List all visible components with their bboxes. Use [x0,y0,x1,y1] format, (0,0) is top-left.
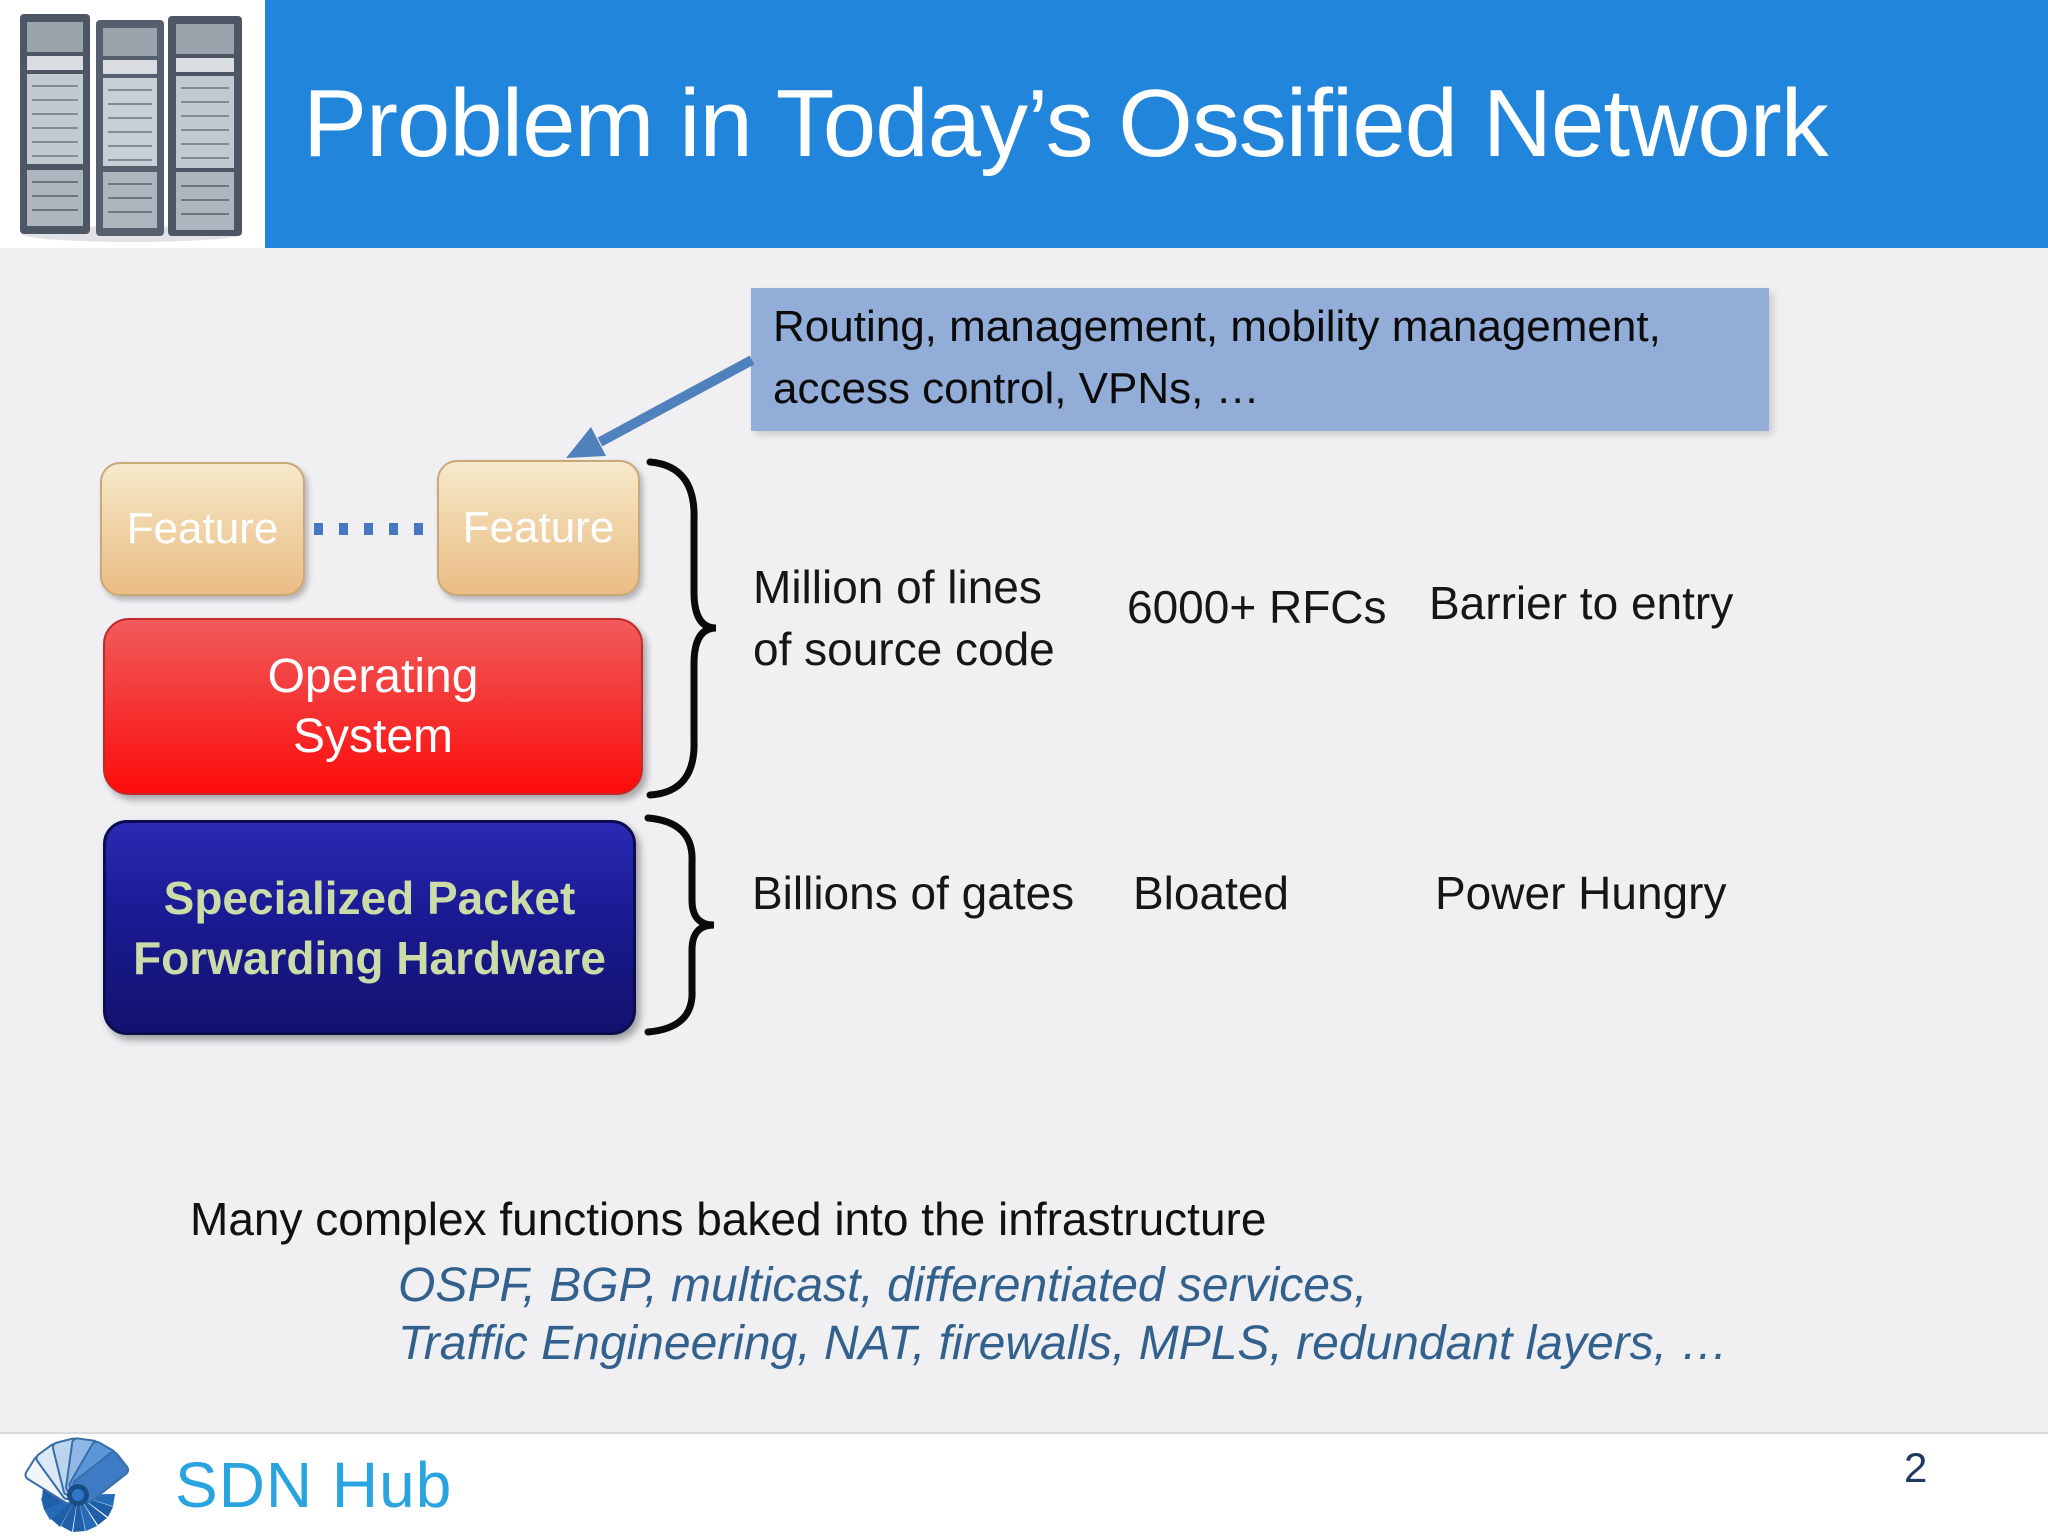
bottom-protocols-line-2: Traffic Engineering, NAT, firewalls, MPL… [398,1317,1729,1370]
os-label-line-2: System [292,709,453,763]
feature-box-right: Feature [437,460,640,596]
hw-label-line-2: Forwarding Hardware [133,931,606,984]
label-rfcs: 6000+ RFCs [1127,581,1387,633]
label-power-hungry: Power Hungry [1435,867,1727,919]
footer-bar: SDN Hub 2 [0,1432,2048,1536]
label-barrier-to-entry: Barrier to entry [1429,577,1734,629]
feature-box-left: Feature [100,462,305,596]
title-bar: Problem in Today’s Ossified Network [265,0,2048,248]
curly-brace-bottom [644,814,715,1036]
bottom-protocols-line-1: OSPF, BGP, multicast, differentiated ser… [398,1259,1368,1312]
callout-box: Routing, management, mobility management… [751,288,1769,431]
header-left-block [0,0,265,248]
callout-arrow [566,355,755,458]
server-racks-image [6,4,258,244]
callout-line-1: Routing, management, mobility management… [773,302,1661,351]
feature-right-label: Feature [462,503,615,552]
label-million-lines: Million of lines of source code [753,556,1055,680]
operating-system-box: Operating System [103,618,643,795]
feature-left-label: Feature [126,504,279,553]
hw-label-line-1: Specialized Packet [163,871,576,924]
label-billions-of-gates: Billions of gates [752,867,1075,919]
curly-brace-top [646,458,717,799]
bottom-statement: Many complex functions baked into the in… [190,1193,1267,1245]
label-million-line-2: of source code [753,623,1055,675]
logo-fan-cards [24,1437,130,1505]
callout-line-2: access control, VPNs, … [773,364,1260,413]
sdn-hub-logo-text: SDN Hub [175,1449,453,1521]
page-number: 2 [1904,1444,1928,1491]
page-title: Problem in Today’s Ossified Network [303,70,1829,177]
sdn-hub-logo-icon [24,1437,130,1532]
hardware-box: Specialized Packet Forwarding Hardware [103,820,636,1035]
os-label-line-1: Operating [267,649,479,703]
label-bloated: Bloated [1133,867,1290,919]
label-million-line-1: Million of lines [753,561,1042,613]
